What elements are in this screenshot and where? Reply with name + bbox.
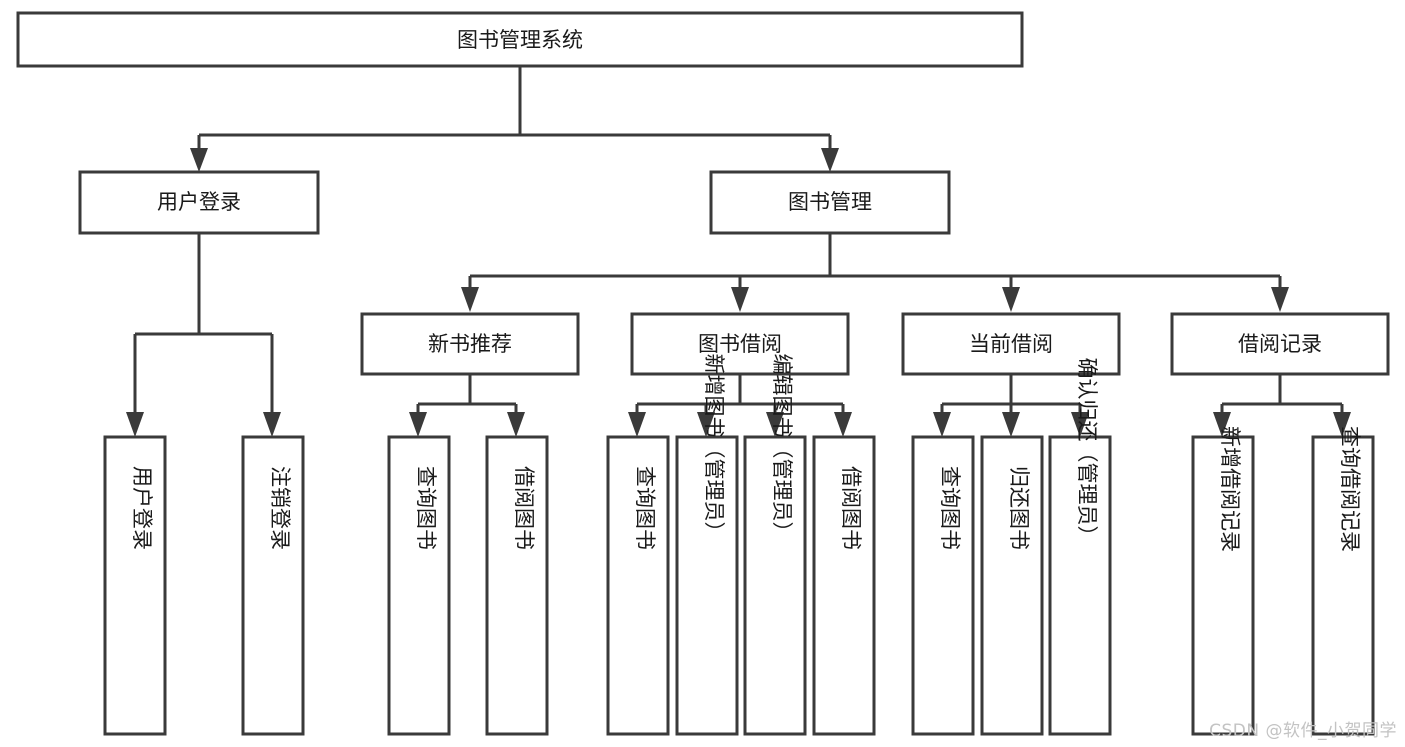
- node-leaf-query-book-2[interactable]: 查询图书: [606, 435, 670, 736]
- node-borrow-record[interactable]: 借阅记录: [1170, 312, 1390, 376]
- arrow-to-leaf-confirm-return: [1071, 412, 1089, 437]
- node-book-management[interactable]: 图书管理: [709, 170, 951, 235]
- arrow-to-new-book-recommend: [461, 287, 479, 312]
- node-leaf-query-book-1[interactable]: 查询图书: [387, 435, 451, 736]
- connector-layer: [126, 67, 1351, 437]
- node-leaf-borrow-book-2[interactable]: 借阅图书: [812, 435, 876, 736]
- arrow-to-leaf-add-record: [1213, 412, 1231, 437]
- leaf-user-logout-box[interactable]: [241, 435, 305, 736]
- leaf-borrow-book-1-label: 借阅图书: [512, 466, 536, 550]
- node-leaf-add-record[interactable]: 新增借阅记录: [1191, 426, 1255, 736]
- node-root-system[interactable]: 图书管理系统: [16, 11, 1024, 68]
- leaf-query-book-2-label: 查询图书: [633, 466, 657, 550]
- node-leaf-confirm-return[interactable]: 确认归还（管理员）: [1048, 358, 1112, 736]
- book-borrow-box[interactable]: [630, 312, 850, 376]
- current-borrow-label: 当前借阅: [969, 332, 1053, 356]
- node-current-borrow[interactable]: 当前借阅: [901, 312, 1121, 376]
- leaf-return-book-label: 归还图书: [1007, 466, 1031, 550]
- new-book-recommend-label: 新书推荐: [428, 332, 512, 356]
- arrow-to-borrow-record: [1271, 287, 1289, 312]
- leaf-user-login-box[interactable]: [103, 435, 167, 736]
- leaf-query-book-3-box[interactable]: [911, 435, 975, 736]
- node-leaf-borrow-book-1[interactable]: 借阅图书: [485, 435, 549, 736]
- leaf-user-login-label: 用户登录: [130, 466, 154, 550]
- node-leaf-edit-book[interactable]: 编辑图书（管理员）: [743, 354, 807, 736]
- connector-borrow-record-to-leaves: [1220, 374, 1344, 422]
- leaf-add-book-box[interactable]: [675, 435, 739, 736]
- leaf-borrow-book-2-box[interactable]: [812, 435, 876, 736]
- arrow-to-leaf-query-book-3: [933, 412, 951, 437]
- node-new-book-recommend[interactable]: 新书推荐: [360, 312, 580, 376]
- book-management-box[interactable]: [709, 170, 951, 235]
- arrow-to-leaf-borrow-book-2: [834, 412, 852, 437]
- arrow-to-book-borrow: [731, 287, 749, 312]
- new-book-recommend-box[interactable]: [360, 312, 580, 376]
- user-login-box[interactable]: [78, 170, 320, 235]
- arrow-to-leaf-query-book-1: [409, 412, 427, 437]
- borrow-record-label: 借阅记录: [1238, 332, 1322, 356]
- connector-user-login-to-leaves: [133, 233, 274, 422]
- leaf-confirm-return-label: 确认归还（管理员）: [1075, 358, 1099, 547]
- node-user-login[interactable]: 用户登录: [78, 170, 320, 235]
- arrow-to-current-borrow: [1002, 287, 1020, 312]
- leaf-query-book-1-label: 查询图书: [414, 466, 438, 550]
- current-borrow-box[interactable]: [901, 312, 1121, 376]
- connector-book-management-to-level3: [468, 233, 1282, 292]
- arrow-to-leaf-query-record: [1333, 412, 1351, 437]
- arrow-to-leaf-user-login: [126, 412, 144, 437]
- leaf-query-record-box[interactable]: [1311, 435, 1375, 736]
- leaf-edit-book-label: 编辑图书（管理员）: [770, 354, 794, 543]
- book-borrow-label: 图书借阅: [698, 332, 782, 356]
- node-leaf-user-logout[interactable]: 注销登录: [241, 435, 305, 736]
- root-box[interactable]: [16, 11, 1024, 68]
- node-leaf-user-login[interactable]: 用户登录: [103, 435, 167, 736]
- leaf-query-record-label: 查询借阅记录: [1338, 426, 1362, 552]
- leaf-borrow-book-1-box[interactable]: [485, 435, 549, 736]
- arrow-to-leaf-borrow-book-1: [507, 412, 525, 437]
- node-leaf-query-book-3[interactable]: 查询图书: [911, 435, 975, 736]
- node-book-borrow[interactable]: 图书借阅: [630, 312, 850, 376]
- arrow-to-leaf-return-book: [1002, 412, 1020, 437]
- arrow-to-leaf-query-book-2: [628, 412, 646, 437]
- user-login-label: 用户登录: [157, 190, 241, 214]
- arrow-to-book-management: [821, 148, 839, 172]
- leaf-query-book-1-box[interactable]: [387, 435, 451, 736]
- node-leaf-add-book[interactable]: 新增图书（管理员）: [675, 354, 739, 736]
- leaf-query-book-3-label: 查询图书: [938, 466, 962, 550]
- arrow-to-leaf-add-book: [697, 412, 715, 437]
- leaf-borrow-book-2-label: 借阅图书: [839, 466, 863, 550]
- book-management-label: 图书管理: [788, 190, 872, 214]
- arrow-to-leaf-user-logout: [263, 412, 281, 437]
- leaf-edit-book-box[interactable]: [743, 435, 807, 736]
- leaf-query-book-2-box[interactable]: [606, 435, 670, 736]
- connector-new-book-recommend-to-leaves: [416, 374, 518, 422]
- root-label: 图书管理系统: [457, 28, 583, 52]
- leaf-add-record-box[interactable]: [1191, 435, 1255, 736]
- leaf-confirm-return-box[interactable]: [1048, 435, 1112, 736]
- leaf-add-record-label: 新增借阅记录: [1218, 426, 1242, 552]
- arrow-to-user-login: [190, 148, 208, 172]
- arrow-to-leaf-edit-book: [766, 412, 784, 437]
- leaf-user-logout-label: 注销登录: [268, 466, 292, 550]
- borrow-record-box[interactable]: [1170, 312, 1390, 376]
- node-leaf-return-book[interactable]: 归还图书: [980, 435, 1044, 736]
- connector-root-to-level2: [197, 67, 832, 158]
- leaf-return-book-box[interactable]: [980, 435, 1044, 736]
- leaf-add-book-label: 新增图书（管理员）: [702, 354, 726, 543]
- node-leaf-query-record[interactable]: 查询借阅记录: [1311, 426, 1375, 736]
- connector-book-borrow-to-leaves: [635, 374, 845, 422]
